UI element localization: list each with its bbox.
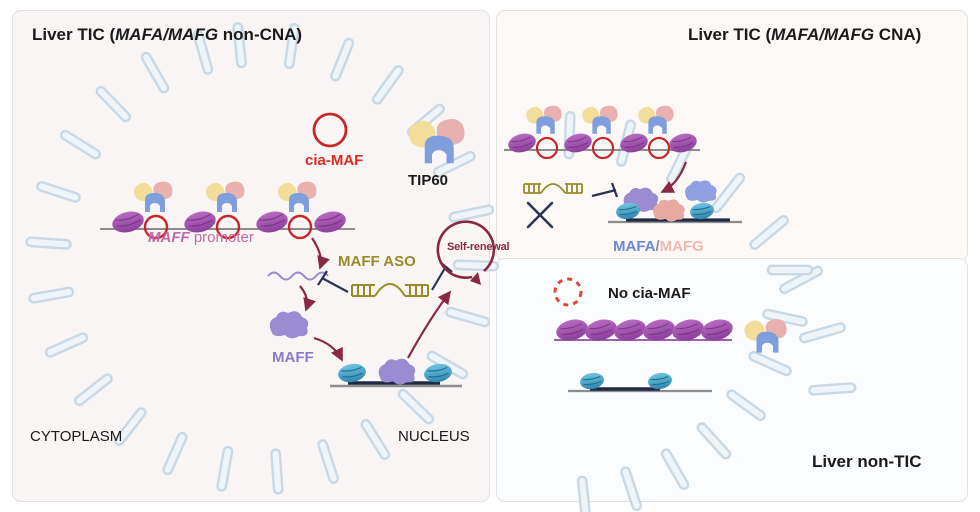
label-nucleus: NUCLEUS [398, 428, 470, 445]
label-maff-aso: MAFF ASO [338, 253, 416, 270]
panel-liver-tic-cna [496, 10, 968, 262]
label-cytoplasm: CYTOPLASM [30, 428, 123, 445]
label-tip60: TIP60 [408, 172, 449, 189]
label-maff-promoter: MAFF promoter [148, 229, 254, 246]
panel-title-liver-non-tic: Liver non-TIC [812, 452, 922, 471]
panel-title-liver-tic-cna: Liver TIC (MAFA/MAFG CNA) [688, 25, 922, 44]
panel-title-liver-tic-non-cna: Liver TIC (MAFA/MAFG non-CNA) [32, 25, 303, 44]
label-mafa-mafg: MAFA/MAFG [613, 238, 704, 255]
label-maff: MAFF [272, 349, 314, 366]
label-no-cia-maf: No cia-MAF [608, 285, 691, 302]
label-self-renewal: Self-renewal [447, 241, 510, 253]
label-cia-maf: cia-MAF [305, 152, 364, 169]
